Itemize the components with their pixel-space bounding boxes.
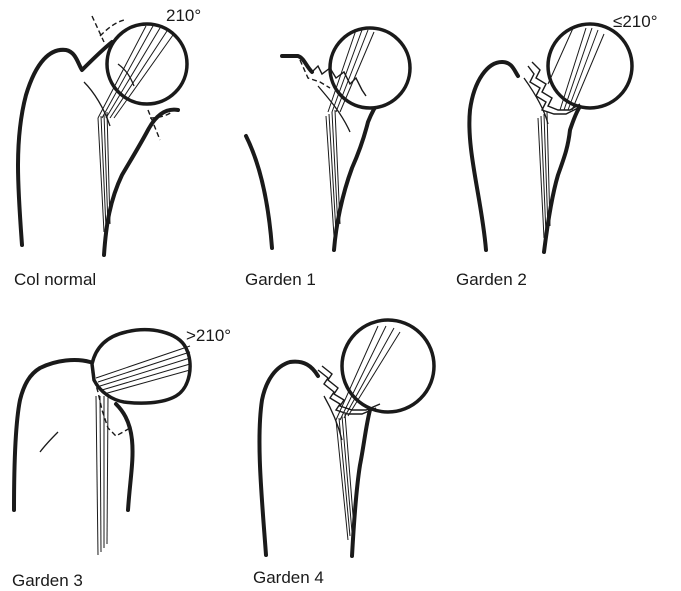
caption-garden-4: Garden 4: [253, 568, 324, 588]
femoral-head: [342, 320, 434, 412]
caption-col-normal: Col normal: [14, 270, 96, 290]
caption-garden-1: Garden 1: [245, 270, 316, 290]
angle-label-garden-3: >210°: [186, 326, 231, 346]
neck-line: [84, 82, 110, 126]
caption-garden-3: Garden 3: [12, 571, 83, 591]
femur-garden-2: [469, 24, 632, 252]
femur-garden-3: [14, 330, 190, 555]
femur-garden-4: [259, 320, 434, 556]
caption-garden-2: Garden 2: [456, 270, 527, 290]
femur-garden-1: [246, 28, 410, 250]
angle-label-garden-2: ≤210°: [613, 12, 658, 32]
angle-label-col-normal: 210°: [166, 6, 201, 26]
femoral-head: [92, 330, 190, 403]
femur-col-normal: [18, 16, 187, 255]
